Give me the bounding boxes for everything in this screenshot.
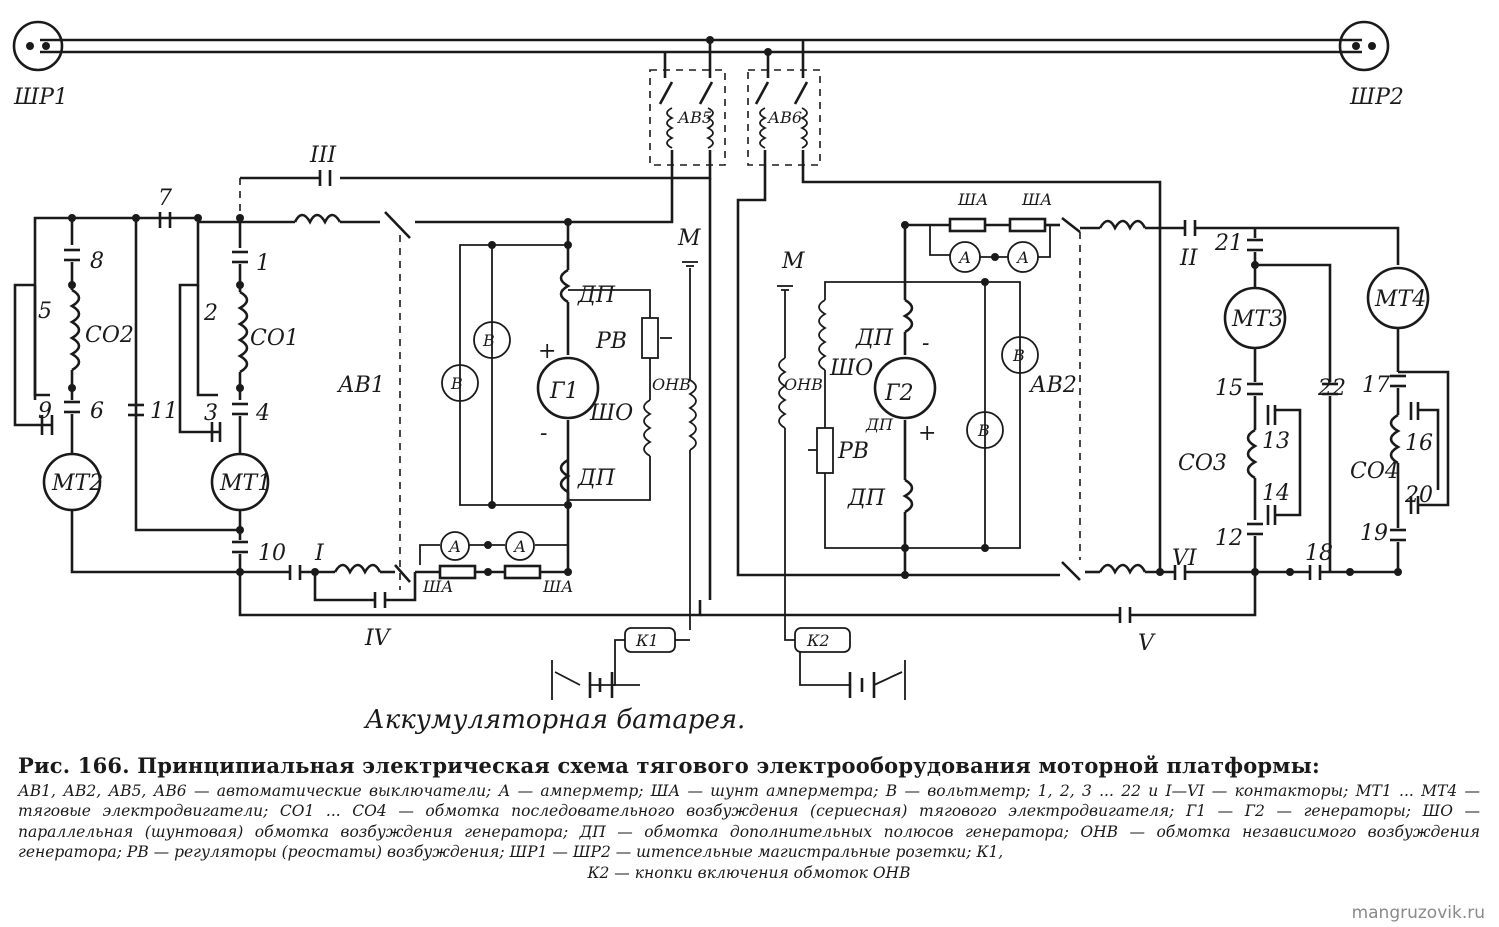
label-dp1: ДП — [577, 283, 616, 308]
label-20: 20 — [1404, 483, 1433, 508]
label-8: 8 — [90, 249, 104, 274]
label-m1: М — [677, 226, 701, 251]
label-plus2: + — [918, 421, 936, 446]
label-shr2: ШР2 — [1349, 85, 1404, 110]
label-k2: К2 — [806, 631, 830, 650]
label-9: 9 — [38, 399, 52, 424]
label-mt1: МТ1 — [219, 471, 271, 496]
label-a2: А — [513, 537, 526, 556]
label-5: 5 — [38, 299, 52, 324]
label-I: I — [314, 541, 325, 566]
label-sha2: ША — [542, 577, 573, 596]
label-14: 14 — [1262, 481, 1290, 506]
label-12: 12 — [1215, 526, 1243, 551]
label-4: 4 — [255, 401, 270, 426]
watermark: mangruzovik.ru — [1351, 903, 1485, 923]
label-13: 13 — [1262, 429, 1290, 454]
label-V: V — [1138, 631, 1156, 656]
label-mt4: МТ4 — [1374, 287, 1426, 312]
label-VI: VI — [1172, 546, 1198, 571]
caption-body: АВ1, АВ2, АВ5, АВ6 — автоматические выкл… — [18, 781, 1480, 862]
label-co4: СО4 — [1350, 459, 1399, 484]
label-21: 21 — [1214, 231, 1243, 256]
label-a4: А — [1016, 248, 1029, 267]
label-a1: А — [448, 537, 461, 556]
caption-last-line: К2 — кнопки включения обмоток ОНВ — [587, 863, 911, 882]
label-III: III — [309, 143, 337, 168]
label-22: 22 — [1317, 376, 1346, 401]
label-sha1: ША — [422, 577, 453, 596]
figure-caption: Рис. 166. Принципиальная электрическая с… — [18, 753, 1480, 883]
label-15: 15 — [1215, 376, 1243, 401]
component-labels: 8 5 СО2 9 6 МТ2 7 11 1 2 СО1 3 4 МТ1 10 … — [38, 143, 1433, 735]
label-g1: Г1 — [549, 379, 579, 404]
electrical-schematic: ШР1 ШР2 АВ5 АВ6 — [12, 20, 1450, 735]
label-co1: СО1 — [250, 326, 299, 351]
label-sho1: ШО — [589, 401, 633, 426]
label-sha3: ША — [957, 190, 988, 209]
label-18: 18 — [1305, 541, 1333, 566]
right-wiring — [700, 150, 1450, 700]
label-a3: А — [958, 248, 971, 267]
caption-title: Рис. 166. Принципиальная электрическая с… — [18, 753, 1320, 778]
label-6: 6 — [90, 399, 104, 424]
left-wiring — [13, 150, 712, 700]
label-onv1: ОНВ — [652, 375, 691, 394]
label-battery: Аккумуляторная батарея. — [363, 705, 745, 735]
label-sho2: ШО — [829, 356, 873, 381]
label-co3: СО3 — [1178, 451, 1227, 476]
label-av6: АВ6 — [767, 108, 802, 127]
label-II: II — [1179, 246, 1199, 271]
label-av2: АВ2 — [1028, 373, 1077, 398]
label-v2: В — [450, 374, 463, 393]
label-2: 2 — [203, 301, 218, 326]
label-dp3: ДП — [855, 326, 894, 351]
label-m2: М — [781, 249, 805, 274]
label-k1: К1 — [635, 631, 659, 650]
label-dp5: ДП — [847, 486, 886, 511]
label-19: 19 — [1360, 521, 1388, 546]
label-plus1: + — [538, 339, 556, 364]
junction-dots — [68, 214, 572, 576]
label-IV: IV — [364, 626, 392, 651]
label-minus2: - — [922, 331, 929, 356]
label-minus1: - — [540, 421, 547, 446]
label-v1: В — [482, 331, 495, 350]
label-7: 7 — [158, 186, 172, 211]
label-av1: АВ1 — [336, 373, 385, 398]
label-mt3: МТ3 — [1231, 307, 1283, 332]
label-dp4: ДП — [865, 415, 894, 434]
label-sha4: ША — [1021, 190, 1052, 209]
label-v4: В — [977, 421, 990, 440]
label-rv1: РВ — [595, 329, 627, 354]
label-co2: СО2 — [85, 323, 134, 348]
label-rv2: РВ — [837, 439, 869, 464]
label-v3: В — [1012, 346, 1025, 365]
label-av5: АВ5 — [677, 108, 712, 127]
label-3: 3 — [204, 401, 218, 426]
label-onv2: ОНВ — [784, 375, 823, 394]
label-g2: Г2 — [884, 381, 914, 406]
socket-shr1 — [12, 20, 64, 72]
label-1: 1 — [256, 251, 270, 276]
label-17: 17 — [1362, 373, 1390, 398]
trunk-line — [12, 20, 1390, 72]
label-shr1: ШР1 — [13, 85, 68, 110]
breaker-av6 — [747, 40, 821, 166]
socket-shr2 — [1338, 20, 1390, 72]
breaker-av5 — [649, 40, 726, 166]
label-16: 16 — [1405, 431, 1433, 456]
label-11: 11 — [150, 399, 178, 424]
label-10: 10 — [258, 541, 286, 566]
label-mt2: МТ2 — [51, 471, 103, 496]
label-dp2: ДП — [577, 466, 616, 491]
